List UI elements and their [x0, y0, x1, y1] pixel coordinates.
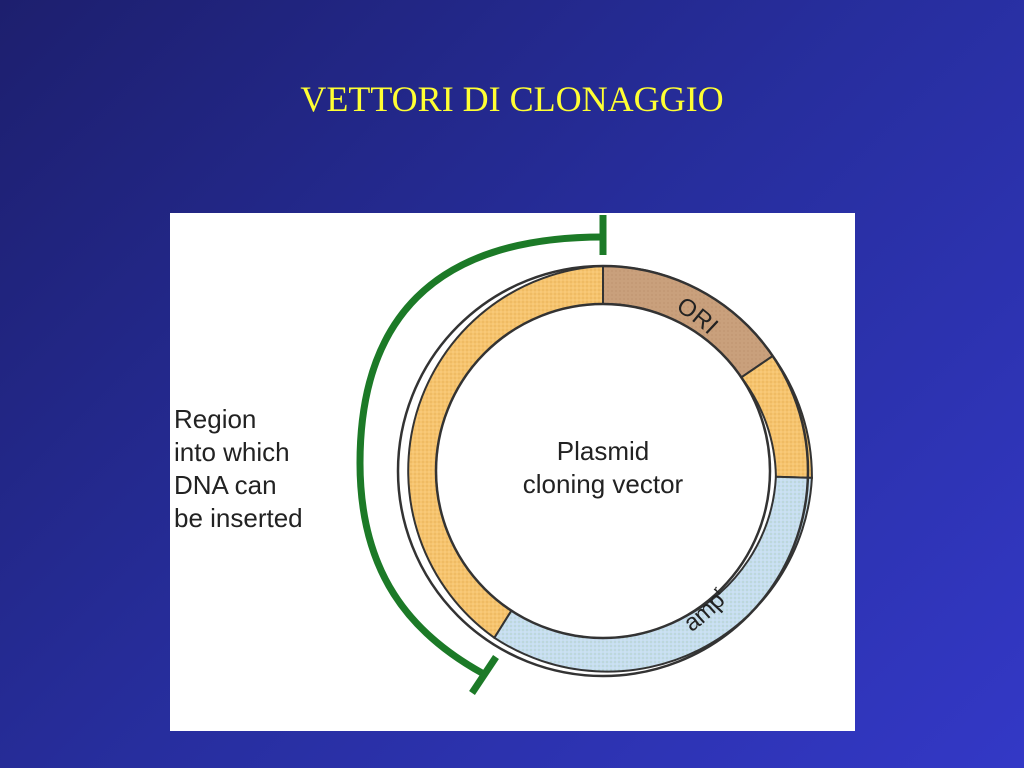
insert-region-label: Region into which DNA can be inserted [174, 403, 303, 535]
plasmid-diagram: ORI ampr [356, 215, 813, 695]
plasmid-center-label: Plasmid cloning vector [473, 435, 733, 501]
insert-region-bracket [356, 233, 607, 677]
plasmid-inner-ring [434, 302, 772, 640]
region-label-line: into which [174, 437, 290, 467]
center-label-line: Plasmid [556, 436, 650, 466]
region-label-line: be inserted [174, 503, 303, 533]
center-label-line: cloning vector [522, 469, 684, 499]
plasmid-outer-ring [396, 264, 810, 678]
plasmid-diagram-panel: ORI ampr Region into which DNA can be in… [170, 213, 855, 731]
bracket-bottom-cap [469, 655, 499, 695]
region-label-line: Region [174, 404, 257, 434]
region-label-line: DNA can [174, 470, 277, 500]
slide-title: VETTORI DI CLONAGGIO [300, 79, 724, 119]
